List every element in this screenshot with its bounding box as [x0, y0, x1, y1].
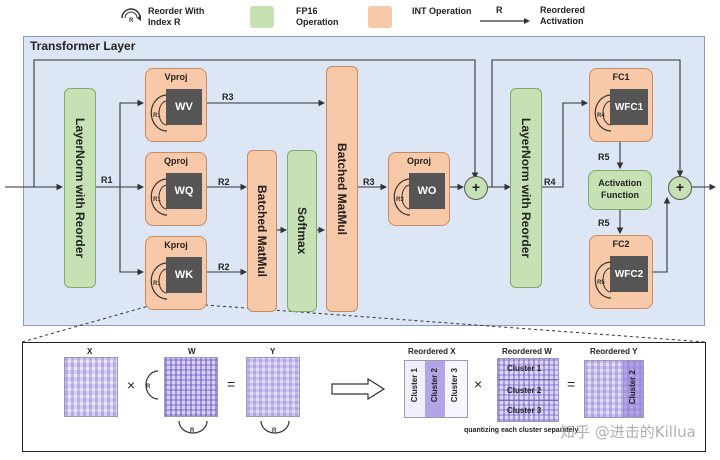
svg-text:R4: R4 [597, 113, 605, 119]
softmax: Softmax [287, 150, 317, 312]
watermark: 知乎 @进击的Killua [560, 423, 696, 441]
reorder-icon: R4 [594, 94, 612, 132]
cluster-1-label-w: Cluster 1 [507, 364, 542, 373]
equals-symbol: = [227, 376, 236, 392]
vproj-box: Vproj R1 WV [145, 68, 207, 142]
vproj-weight: WV [166, 89, 202, 125]
layernorm-1: LayerNorm with Reorder [64, 88, 96, 288]
svg-text:R3: R3 [396, 197, 404, 203]
residual-add-2: + [668, 176, 692, 200]
matrix-reordered-x [404, 360, 468, 418]
reordered-w-label: Reordered W [502, 347, 552, 356]
qproj-box: Qproj R1 WQ [145, 152, 207, 226]
residual-add-1: + [464, 176, 488, 200]
layernorm-2-label: LayerNorm with Reorder [519, 117, 533, 259]
qproj-label: Qproj [164, 156, 188, 166]
oproj-label: Oproj [407, 156, 431, 166]
reordered-y-label: Reordered Y [590, 347, 638, 356]
r3-label-o: R3 [363, 177, 375, 187]
reordered-x-label: Reordered X [408, 347, 456, 356]
times-symbol: × [127, 377, 136, 393]
layernorm-1-label: LayerNorm with Reorder [73, 117, 87, 259]
legend-reordered-activation-text: Reordered Activation [540, 5, 586, 26]
legend-fp16-swatch [250, 6, 274, 28]
cluster-2-label-y: Cluster 2 [628, 370, 637, 405]
r3-label-v: R3 [222, 92, 234, 102]
reorder-icon: R3 [393, 178, 411, 216]
activation-function: Activation Function [588, 170, 652, 210]
r2-label-q: R2 [218, 177, 230, 187]
legend-fp16-text: FP16 Operation [296, 6, 339, 27]
x-label: X [87, 347, 93, 356]
equals-symbol-2: = [567, 376, 576, 392]
vproj-label: Vproj [164, 72, 188, 82]
fc1-label: FC1 [612, 72, 630, 82]
legend-int-swatch [368, 6, 392, 28]
legend-int-text: INT Operation [412, 6, 472, 16]
reorder-icon: R1 [150, 262, 168, 300]
cluster-1-label-x: Cluster 1 [410, 368, 419, 403]
cluster-3-label-x: Cluster 3 [450, 368, 459, 403]
transformer-layer-title: Transformer Layer [30, 39, 136, 53]
reorder-icon: R [178, 420, 208, 434]
legend-reorder-text: Reorder With Index R [148, 6, 205, 27]
kproj-box: Kproj R1 WK [145, 236, 207, 310]
big-arrow-icon [331, 378, 386, 400]
batched-matmul-1: Batched MatMul [247, 150, 277, 312]
kproj-label: Kproj [164, 240, 188, 250]
matrix-reordered-y [584, 360, 644, 418]
qproj-weight: WQ [166, 173, 202, 209]
cluster-2-label-x: Cluster 2 [430, 368, 439, 403]
reorder-icon: R [260, 420, 290, 434]
fc2-weight: WFC2 [610, 256, 648, 292]
svg-text:R1: R1 [153, 113, 161, 119]
batched-matmul-2: Batched MatMul [326, 66, 358, 312]
reorder-icon: R1 [150, 94, 168, 132]
times-symbol-2: × [474, 376, 483, 392]
matrix-reordered-w [497, 358, 559, 422]
svg-text:R5: R5 [597, 280, 605, 286]
r4-label: R4 [544, 177, 556, 187]
svg-text:R: R [146, 384, 151, 390]
reorder-icon: R1 [150, 178, 168, 216]
r5-label-a: R5 [598, 152, 610, 162]
matrix-y [246, 357, 300, 417]
legend-arrow-icon [480, 18, 530, 24]
cluster-3-label-w: Cluster 3 [507, 406, 542, 415]
svg-text:R: R [190, 428, 195, 434]
matrix-x [64, 357, 118, 417]
r1-label: R1 [101, 175, 113, 185]
fc2-box: FC2 R5 WFC2 [589, 235, 653, 309]
quantize-note: quantizing each cluster separately [464, 427, 579, 434]
cluster-2-label-w: Cluster 2 [507, 386, 542, 395]
svg-text:R: R [272, 428, 277, 434]
softmax-label: Softmax [295, 207, 309, 255]
oproj-weight: WO [409, 173, 445, 209]
svg-text:R1: R1 [153, 281, 161, 287]
matrix-w [164, 357, 218, 417]
r2-label-k: R2 [218, 262, 230, 272]
kproj-weight: WK [166, 257, 202, 293]
batched-matmul-1-label: Batched MatMul [255, 184, 269, 277]
w-label: W [188, 347, 196, 356]
y-label: Y [270, 347, 276, 356]
fc1-box: FC1 R4 WFC1 [589, 68, 653, 142]
batched-matmul-2-label: Batched MatMul [335, 142, 349, 235]
svg-text:R: R [129, 18, 134, 24]
reorder-icon: R5 [594, 261, 612, 299]
legend-r-symbol: R [496, 5, 503, 15]
fc1-weight: WFC1 [610, 89, 648, 125]
layernorm-2: LayerNorm with Reorder [510, 88, 542, 288]
activation-function-label: Activation Function [598, 178, 642, 200]
svg-text:R1: R1 [153, 197, 161, 203]
reorder-icon: R [145, 370, 159, 400]
r5-label-b: R5 [598, 218, 610, 228]
fc2-label: FC2 [612, 239, 630, 249]
oproj-box: Oproj R3 WO [388, 152, 450, 226]
reorder-icon: R [121, 8, 141, 24]
